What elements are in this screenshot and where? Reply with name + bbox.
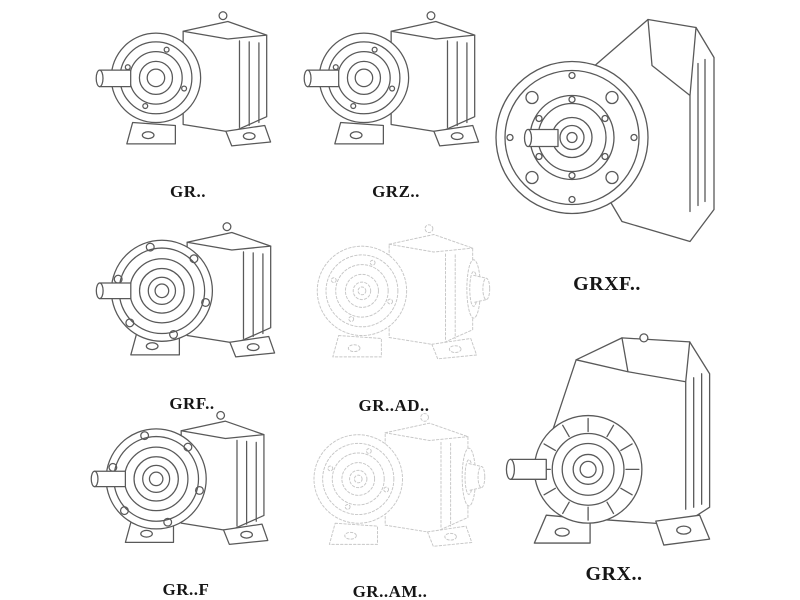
gearbox-figure-grad: GR..AD.. [292, 212, 496, 416]
gearbox-grxf-illustration [492, 4, 722, 271]
gearbox-figure-gram: GR..AM.. [288, 402, 492, 600]
gearbox-label-grf: GRF.. [169, 394, 215, 413]
gearbox-grad-illustration [292, 212, 496, 394]
gearbox-label-gr: GR.. [170, 182, 206, 201]
gearbox-grf-foot-illustration [84, 400, 288, 578]
gearbox-label-grx: GRX.. [585, 563, 643, 585]
gearbox-label-grf-foot: GR..F [162, 580, 210, 599]
gearbox-figure-grxf: GRXF.. [492, 4, 722, 296]
gearbox-figure-grf-foot: GR..F [84, 400, 288, 600]
gearbox-label-grxf: GRXF.. [573, 273, 641, 295]
gearbox-figure-gr: GR.. [86, 0, 290, 202]
gearbox-grx-illustration [494, 312, 734, 561]
gearbox-grf-illustration [90, 210, 294, 392]
gearbox-figure-grx: GRX.. [494, 312, 734, 586]
gearbox-grz-illustration [294, 0, 498, 180]
gearbox-label-gram: GR..AM.. [352, 582, 428, 600]
gearbox-figure-grz: GRZ.. [294, 0, 498, 202]
gearbox-gr-illustration [86, 0, 290, 180]
gearbox-label-grz: GRZ.. [372, 182, 420, 201]
gearbox-gram-illustration [288, 402, 492, 580]
gearbox-label-grad: GR..AD.. [358, 396, 430, 415]
gearbox-figure-grf: GRF.. [90, 210, 294, 414]
